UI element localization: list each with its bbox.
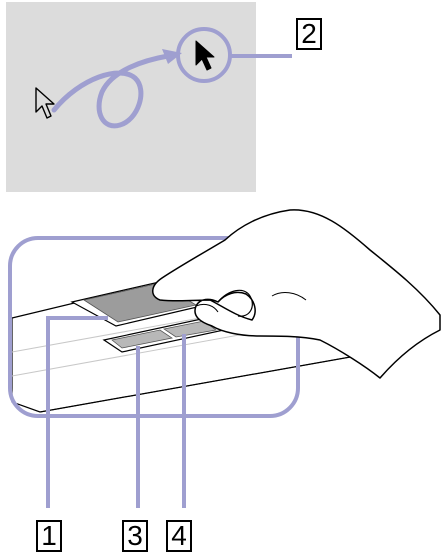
callout-label-2: 2 <box>296 18 322 50</box>
touchpad-left-button <box>111 329 174 349</box>
callout-line-1 <box>46 316 108 508</box>
hollow-arrow-cursor-icon <box>35 87 55 119</box>
screen-panel <box>6 2 292 192</box>
knuckle-line <box>271 292 307 301</box>
filled-arrow-cursor-icon <box>195 40 215 71</box>
thumb-curve <box>217 289 253 317</box>
cursor-motion-path <box>51 53 171 129</box>
hand-illustration <box>152 209 441 379</box>
callout-label-3: 3 <box>122 520 148 552</box>
touchpad-right-button <box>162 320 217 338</box>
callout-lines <box>46 316 186 508</box>
callout-label-1: 1 <box>36 520 62 552</box>
callout-label-4: 4 <box>166 520 192 552</box>
finger-crease <box>195 303 219 313</box>
palmrest-edge <box>39 349 391 413</box>
screen-background <box>6 2 256 192</box>
